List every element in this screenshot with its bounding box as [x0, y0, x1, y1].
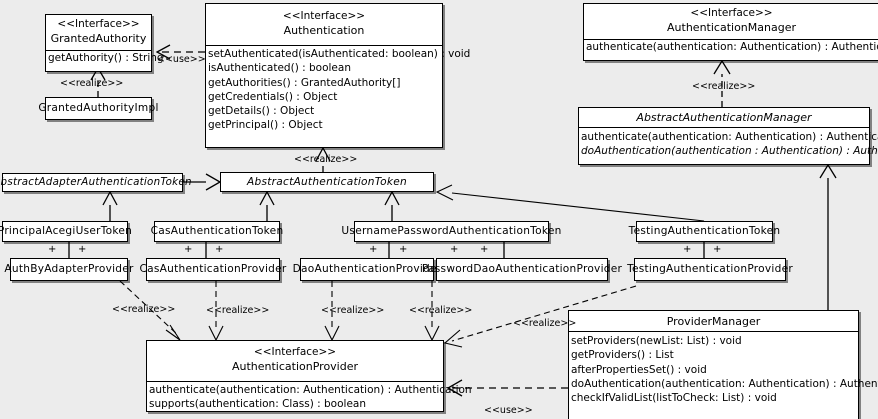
- association-marker-plus: +: [713, 244, 722, 255]
- class-cas-authentication-provider[interactable]: CasAuthenticationProvider: [139, 258, 286, 281]
- class-authentication-provider[interactable]: <<Interface>> AuthenticationProvider aut…: [146, 340, 472, 412]
- class-name-label: PasswordDaoAuthenticationProvider: [421, 263, 623, 275]
- edge-label-realize-granted-authority-impl: <<realize>>: [60, 78, 124, 89]
- class-provider-manager[interactable]: ProviderManager setProviders(newList: Li…: [568, 310, 878, 419]
- class-password-dao-authentication-provider[interactable]: PasswordDaoAuthenticationProvider: [422, 258, 622, 281]
- association-marker-plus: +: [215, 244, 224, 255]
- class-name-label: CasAuthenticationProvider: [139, 263, 287, 275]
- edge-label-realize-auth-by-adapter-provider: <<realize>>: [112, 304, 176, 315]
- class-granted-authority[interactable]: <<Interface>> GrantedAuthority getAuthor…: [45, 14, 164, 72]
- edge-label-realize-dao-authentication-provider: <<realize>>: [321, 305, 385, 316]
- edge-label-realize-password-dao-authentication-provider: <<realize>>: [409, 305, 473, 316]
- edge-label-realize-abstract-authentication-manager: <<realize>>: [692, 81, 756, 92]
- operation-item: getAuthorities() : GrantedAuthority[]: [208, 76, 401, 89]
- class-name-label: PrincipalAcegiUserToken: [0, 225, 133, 237]
- association-marker-plus: +: [369, 244, 378, 255]
- operations-compartment: setAuthenticated(isAuthenticated: boolea…: [206, 46, 471, 133]
- class-name-label: TestingAuthenticationProvider: [627, 263, 793, 275]
- operation-item: authenticate(authentication: Authenticat…: [586, 41, 878, 53]
- class-name-label: AuthenticationManager: [667, 21, 796, 34]
- class-header: <<Interface>> AuthenticationProvider: [147, 341, 443, 382]
- association-marker-plus: +: [48, 244, 57, 255]
- class-granted-authority-impl[interactable]: GrantedAuthorityImpl: [38, 97, 158, 120]
- class-header: AbstractAuthenticationManager: [579, 108, 869, 128]
- association-marker-plus: +: [184, 244, 193, 255]
- operation-item: doAuthentication(authentication : Authen…: [581, 145, 878, 158]
- operation-item: checkIfValidList(listToCheck: List) : vo…: [571, 392, 777, 405]
- class-header: <<Interface>> AuthenticationManager: [584, 4, 878, 40]
- class-name-label: CasAuthenticationToken: [150, 225, 284, 237]
- operation-item: authenticate(authentication: Authenticat…: [149, 384, 472, 396]
- class-dao-authentication-provider[interactable]: DaoAuthenticationProvider: [293, 258, 441, 281]
- class-name-label: AbstractAuthenticationToken: [247, 175, 407, 188]
- stereotype-label: <<Interface>>: [253, 346, 337, 358]
- operations-compartment: authenticate(authentication: Authenticat…: [579, 128, 878, 159]
- class-testing-authentication-provider[interactable]: TestingAuthenticationProvider: [627, 258, 793, 281]
- operation-item: getProviders() : List: [571, 349, 674, 362]
- class-cas-authentication-token[interactable]: CasAuthenticationToken: [151, 221, 283, 242]
- stereotype-label: <<Interface>>: [690, 7, 773, 19]
- operation-item: setProviders(newList: List) : void: [571, 335, 742, 347]
- class-name-label: AuthenticationProvider: [231, 360, 359, 373]
- class-name-label: TestingAuthenticationToken: [628, 225, 781, 237]
- class-name-label: UsernamePasswordAuthenticationToken: [341, 225, 562, 237]
- association-marker-plus: +: [683, 244, 692, 255]
- class-name-label: GrantedAuthority: [50, 32, 147, 45]
- edge-label-use-provider-manager: <<use>>: [484, 405, 533, 416]
- association-marker-plus: +: [399, 244, 408, 255]
- edge-label-realize-testing-authentication-provider: <<realize>>: [513, 318, 577, 329]
- class-header: <<Interface>> GrantedAuthority: [46, 15, 151, 51]
- class-name-label: AuthByAdapterProvider: [4, 263, 134, 275]
- operation-item: getPrincipal() : Object: [208, 119, 323, 132]
- class-testing-authentication-token[interactable]: TestingAuthenticationToken: [629, 221, 780, 242]
- operations-compartment: authenticate(authentication: Authenticat…: [584, 40, 878, 54]
- operation-item: getAuthority() : String: [48, 52, 164, 64]
- edge-label-realize-cas-authentication-provider: <<realize>>: [206, 305, 270, 316]
- edge-label-use-granted-authority: <<use>>: [157, 54, 206, 65]
- edge-label-realize-abstract-authentication-token: <<realize>>: [294, 154, 358, 165]
- class-auth-by-adapter-provider[interactable]: AuthByAdapterProvider: [4, 258, 133, 281]
- class-abstract-authentication-token[interactable]: AbstractAuthenticationToken: [220, 172, 434, 192]
- class-header: ProviderManager: [569, 311, 858, 332]
- operation-item: getDetails() : Object: [208, 105, 315, 118]
- class-name-label: AbstractAdapterAuthenticationToken: [0, 176, 192, 188]
- class-name-label: DaoAuthenticationProvider: [292, 263, 442, 275]
- class-header: <<Interface>> Authentication: [206, 4, 442, 46]
- class-name-label: AbstractAuthenticationManager: [636, 111, 812, 124]
- operation-item: isAuthenticated() : boolean: [208, 62, 351, 75]
- class-principal-acegi-user-token[interactable]: PrincipalAcegiUserToken: [0, 221, 132, 242]
- stereotype-label: <<Interface>>: [57, 18, 140, 30]
- class-username-password-authentication-token[interactable]: UsernamePasswordAuthenticationToken: [341, 221, 561, 242]
- stereotype-label: <<Interface>>: [282, 10, 366, 22]
- operation-item: supports(authentication: Class) : boolea…: [149, 398, 366, 411]
- operation-item: doAuthentication(authentication: Authent…: [571, 377, 878, 390]
- class-authentication-manager[interactable]: <<Interface>> AuthenticationManager auth…: [583, 3, 878, 61]
- operation-item: afterPropertiesSet() : void: [571, 363, 707, 376]
- association-marker-plus: +: [450, 244, 459, 255]
- class-name-label: ProviderManager: [666, 315, 761, 328]
- class-abstract-authentication-manager[interactable]: AbstractAuthenticationManager authentica…: [578, 107, 878, 165]
- operations-compartment: authenticate(authentication: Authenticat…: [147, 382, 472, 412]
- association-marker-plus: +: [78, 244, 87, 255]
- operations-compartment: getAuthority() : String: [46, 51, 164, 65]
- operation-item: authenticate(authentication: Authenticat…: [581, 131, 878, 143]
- operation-item: getCredentials() : Object: [208, 90, 338, 103]
- class-abstract-adapter-authentication-token[interactable]: AbstractAdapterAuthenticationToken: [0, 173, 191, 192]
- operations-compartment: setProviders(newList: List) : void getPr…: [569, 332, 878, 405]
- operation-item: setAuthenticated(isAuthenticated: boolea…: [208, 48, 471, 60]
- class-name-label: GrantedAuthorityImpl: [38, 102, 159, 114]
- class-authentication[interactable]: <<Interface>> Authentication setAuthenti…: [205, 3, 471, 148]
- class-name-label: Authentication: [283, 24, 365, 37]
- association-marker-plus: +: [480, 244, 489, 255]
